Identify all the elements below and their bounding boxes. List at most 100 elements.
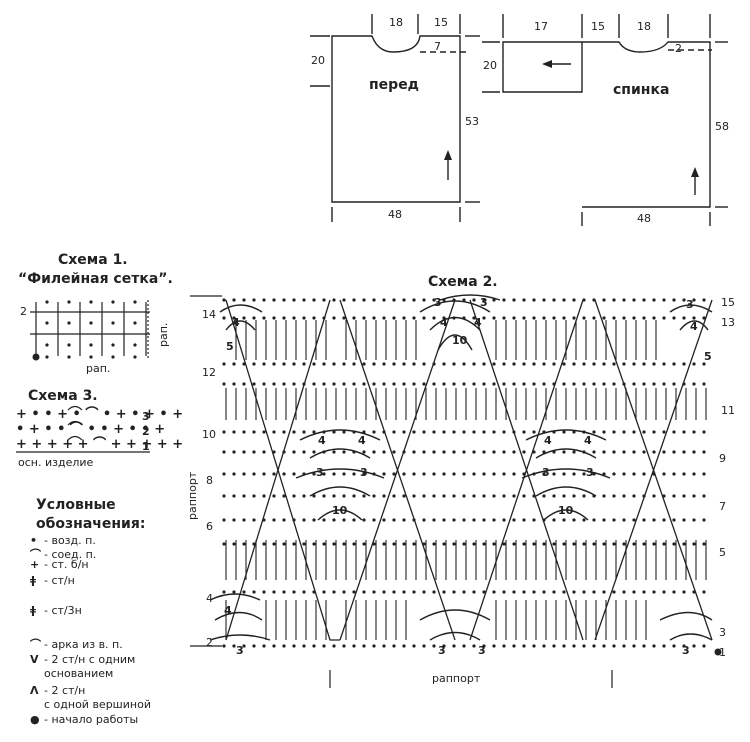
legend-item: ●- начало работы [30, 713, 139, 726]
legend-title-line1: Условные [36, 497, 116, 513]
arch-count: 4 [440, 316, 448, 329]
arch-count: 3 [434, 296, 442, 309]
back-neck-width: 18 [637, 20, 651, 33]
dc-shared-base-icon: V [30, 653, 39, 666]
back-sleeve-height: 20 [483, 59, 497, 72]
arch-count: 4 [474, 316, 482, 329]
arch-count: 3 [236, 644, 244, 657]
up-arrow-icon [444, 150, 452, 160]
row-label-right: 11 [721, 404, 735, 417]
arch-count: 3 [480, 296, 488, 309]
front-piece-outline [310, 14, 480, 222]
legend-item: ǂ- ст/н [30, 574, 75, 587]
row-label-left: 2 [206, 636, 213, 649]
arch-count: 5 [704, 350, 712, 363]
double-crochet-icon: ǂ [30, 574, 36, 587]
back-shoulder-width: 15 [591, 20, 605, 33]
triple-treble-icon: ǂ [30, 604, 36, 617]
start-point-icon: ● [30, 713, 40, 726]
row-label-left: 4 [206, 592, 213, 605]
scheme1-rapport-side: рап. [157, 322, 170, 347]
row-label-left: 8 [206, 474, 213, 487]
front-neck-depth: 7 [434, 40, 441, 53]
chain-stitch-icon: • [30, 534, 38, 547]
back-piece-outline [482, 14, 728, 226]
legend-item: Λ- 2 ст/н [30, 684, 86, 697]
scheme3-row-1: 1 [142, 440, 150, 453]
scheme1-subtitle: “Филейная сетка”. [18, 271, 173, 287]
row-label-left: 6 [206, 520, 213, 533]
arch-count: 4 [358, 434, 366, 447]
scheme3-base-label: осн. изделие [18, 456, 94, 469]
back-length: 58 [715, 120, 729, 133]
left-arrow-icon [542, 60, 552, 68]
row-label-right: 13 [721, 316, 735, 329]
svg-text:• + • • ⌒ • • + • • +: • + • • ⌒ • • + • • + [16, 421, 165, 437]
front-armhole-height: 20 [311, 54, 325, 67]
scheme2-bottom-rapport: раппорт [432, 672, 481, 685]
scheme1-title: Схема 1. [58, 252, 128, 268]
chain-arch-icon: ⌒ [30, 638, 41, 651]
dc-shared-top-icon: Λ [30, 684, 39, 697]
legend-item: ⌒- соед. п. [30, 548, 97, 561]
arch-count: 3 [316, 466, 324, 479]
scheme1-row-label: 2 [20, 305, 27, 318]
front-width: 48 [388, 208, 402, 221]
scheme3-row-2: 2 [142, 425, 150, 438]
arch-count: 4 [690, 320, 698, 333]
slip-stitch-icon: ⌒ [30, 548, 41, 561]
row-label-left: 12 [202, 366, 216, 379]
arch-count: 4 [224, 604, 232, 617]
scheme3-title: Схема 3. [28, 388, 98, 404]
legend-item: с одной вершиной [44, 698, 151, 711]
row-label-right: 9 [719, 452, 726, 465]
row-label-left: 14 [202, 308, 216, 321]
arch-count: 3 [586, 466, 594, 479]
scheme3-rows [16, 405, 150, 453]
arch-count: 3 [682, 644, 690, 657]
arch-count: 3 [438, 644, 446, 657]
arch-count: 3 [686, 298, 694, 311]
front-length: 53 [465, 115, 479, 128]
legend-item: основанием [44, 667, 114, 680]
row-label-right: 5 [719, 546, 726, 559]
legend-item: ⌒- арка из в. п. [30, 638, 123, 651]
arch-count: 10 [332, 504, 348, 517]
single-crochet-icon: + [30, 558, 40, 571]
start-dots [31, 648, 722, 724]
scheme2-side-rapport: раппорт [186, 471, 199, 520]
arch-count: 5 [226, 340, 234, 353]
arch-count: 3 [542, 466, 550, 479]
scheme3-symbols: + • • + • ⌒ • + • + • + • + • • ⌒ • • + … [16, 406, 183, 452]
front-neck-width: 18 [389, 16, 403, 29]
row-label-left: 10 [202, 428, 216, 441]
arch-count: 10 [558, 504, 574, 517]
legend-item: •- возд. п. [30, 534, 96, 547]
arch-count: 4 [232, 316, 240, 329]
arch-count: 3 [360, 466, 368, 479]
arch-count: 4 [318, 434, 326, 447]
legend-item: +- ст. б/н [30, 558, 89, 571]
svg-text:+ + + + + ⌒ + + + + +: + + + + + ⌒ + + + + + [16, 436, 183, 452]
scheme3-row-3: 3 [142, 410, 150, 423]
scheme2-chart [190, 294, 713, 688]
front-title: перед [369, 77, 419, 93]
svg-text:+ • • + • ⌒ • + • + • +: + • • + • ⌒ • + • + • + [16, 406, 183, 422]
back-sleeve-width: 17 [534, 20, 548, 33]
arch-count: 4 [544, 434, 552, 447]
back-width: 48 [637, 212, 651, 225]
scheme2-chain-rows [222, 298, 706, 648]
legend-title-line2: обозначения: [36, 516, 146, 532]
scheme1-grid [30, 300, 150, 360]
arch-count: 10 [452, 334, 468, 347]
arch-count: 3 [478, 644, 486, 657]
row-label-right: 15 [721, 296, 735, 309]
up-arrow-icon [691, 167, 699, 177]
row-label-right: 1 [719, 646, 726, 659]
front-shoulder-width: 15 [434, 16, 448, 29]
legend-item: V- 2 ст/н с одним [30, 653, 136, 666]
row-label-right: 7 [719, 500, 726, 513]
scheme2-title: Схема 2. [428, 274, 498, 290]
back-neck-depth: 2 [675, 42, 682, 55]
